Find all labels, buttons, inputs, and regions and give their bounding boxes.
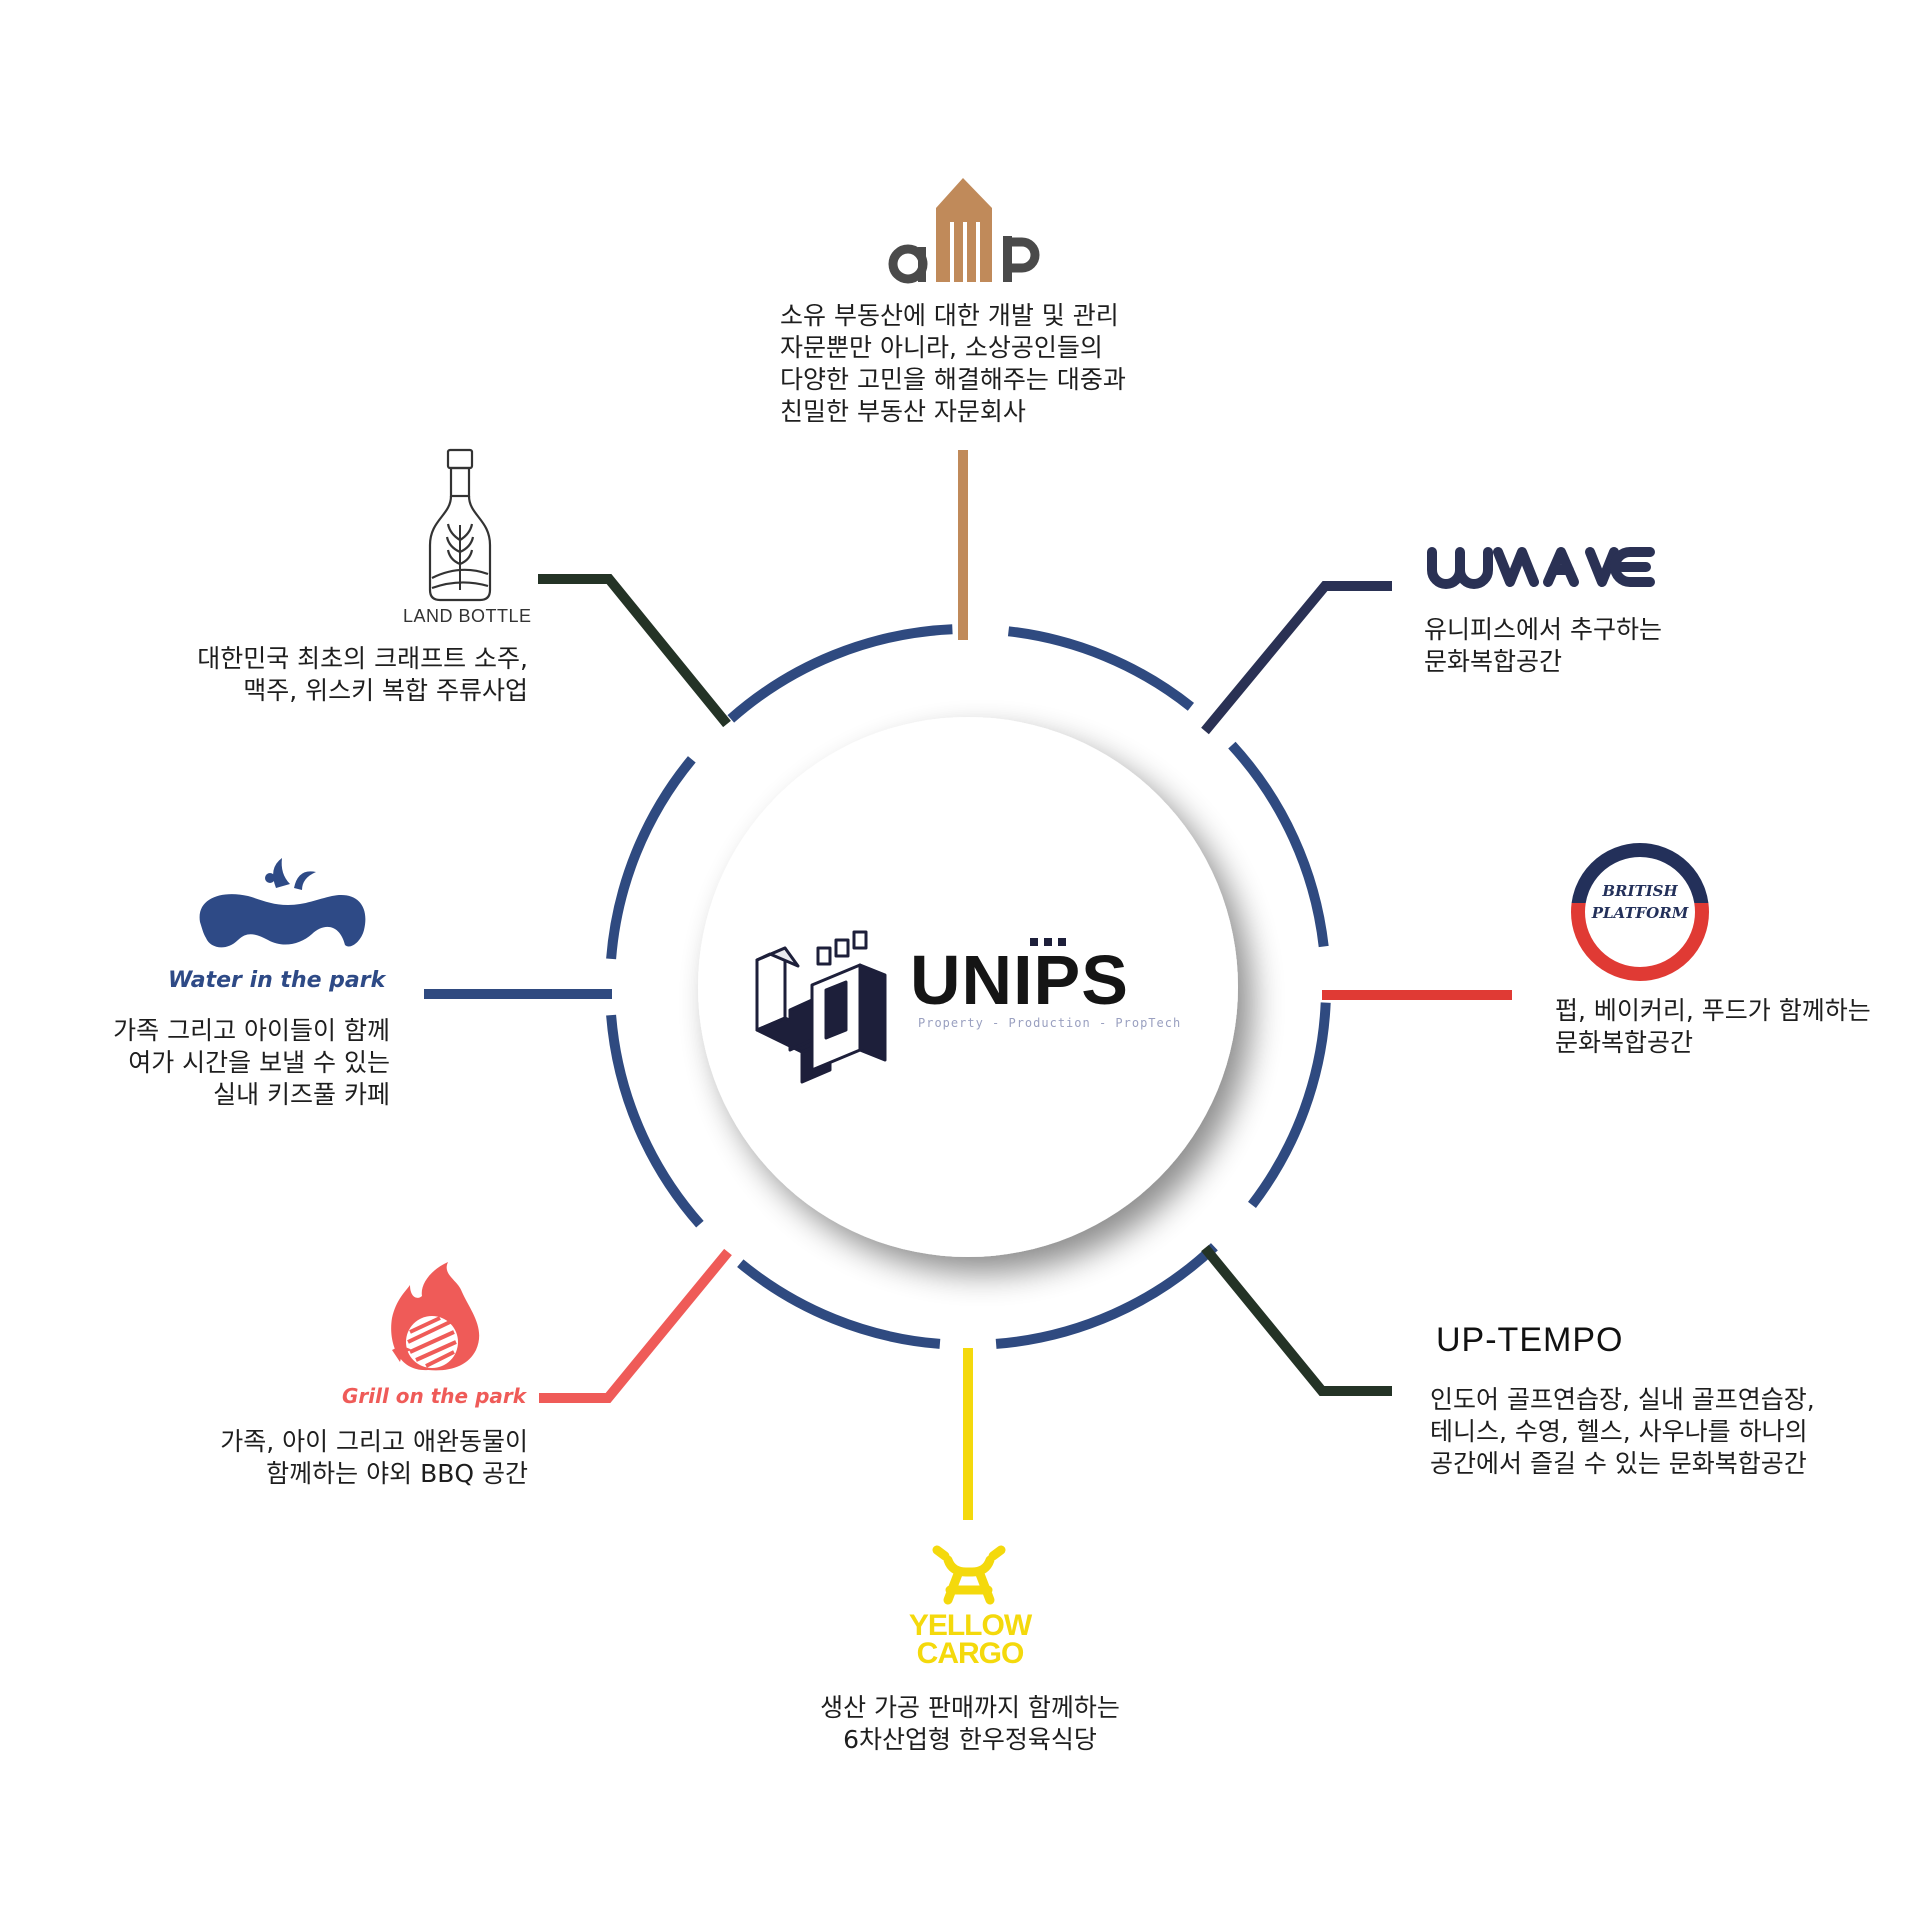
wave-logo-icon <box>1427 547 1655 589</box>
wave-description: 유니피스에서 추구하는 문화복합공간 <box>1424 615 1662 676</box>
amp-logo-icon <box>888 178 1040 284</box>
british-platform-description: 펍, 베이커리, 푸드가 함께하는 문화복합공간 <box>1555 996 1871 1057</box>
ring-segment <box>606 1014 704 1228</box>
grill-on-the-park-logo-icon <box>391 1262 480 1371</box>
land-bottle-logo-text: LAND BOTTLE <box>403 606 532 626</box>
british-platform-logo-line1: BRITISH <box>1602 882 1678 900</box>
water-in-the-park-logo-text: Water in the park <box>168 968 386 993</box>
up-tempo-description: 인도어 골프연습장, 실내 골프연습장, 테니스, 수영, 헬스, 사우나를 하… <box>1430 1385 1815 1478</box>
ring-segment <box>1228 741 1329 948</box>
british-platform-logo-icon <box>1571 843 1709 981</box>
ring-segment <box>727 624 953 723</box>
ring-segment <box>995 1243 1218 1349</box>
water-in-the-park-description: 가족 그리고 아이들이 함께 여가 시간을 보낼 수 있는 실내 키즈풀 카페 <box>113 1016 390 1109</box>
yellow-cargo-logo-text: YELLOW CARGO <box>900 1609 1040 1670</box>
british-platform-logo-line2: PLATFORM <box>1591 904 1689 922</box>
unips-tagline: Property - Production - PropTech <box>918 1016 1182 1030</box>
land-bottle-description: 대한민국 최초의 크래프트 소주, 맥주, 위스키 복합 주류사업 <box>197 644 528 705</box>
land-bottle-logo-icon <box>428 448 492 602</box>
grill-on-the-park-logo-text: Grill on the park <box>342 1384 527 1408</box>
unips-wordmark: UNIPS <box>910 941 1129 1019</box>
ring-segment <box>1007 626 1195 711</box>
water-in-the-park-logo-icon <box>199 858 366 948</box>
connector-land-bottle <box>538 574 731 728</box>
grill-on-the-park-description: 가족, 아이 그리고 애완동물이 함께하는 야외 BBQ 공간 <box>220 1427 528 1488</box>
up-tempo-logo-text: UP-TEMPO <box>1436 1321 1624 1359</box>
connector-grill-on-the-park <box>539 1248 732 1403</box>
yellow-cargo-logo-line1: YELLOW <box>908 1609 1032 1642</box>
unips-logo-icon <box>755 930 887 1084</box>
british-platform-logo-text: BRITISH PLATFORM <box>1590 880 1690 924</box>
yellow-cargo-logo-line2: CARGO <box>916 1637 1025 1670</box>
connector-up-tempo <box>1201 1244 1392 1396</box>
connector-wave <box>1201 581 1392 735</box>
unips-logo-dots <box>1030 938 1066 946</box>
ring-segment <box>1248 1002 1331 1208</box>
outer-ring <box>606 624 1331 1349</box>
ring-segment <box>737 1259 941 1349</box>
ring-segment <box>606 756 696 960</box>
center-circle <box>698 717 1238 1257</box>
yellow-cargo-description: 생산 가공 판매까지 함께하는 6차산업형 한우정육식당 <box>820 1693 1120 1754</box>
yellow-cargo-logo-icon <box>932 1545 1006 1605</box>
amp-description: 소유 부동산에 대한 개발 및 관리 자문뿐만 아니라, 소상공인들의 다양한 … <box>780 301 1126 426</box>
